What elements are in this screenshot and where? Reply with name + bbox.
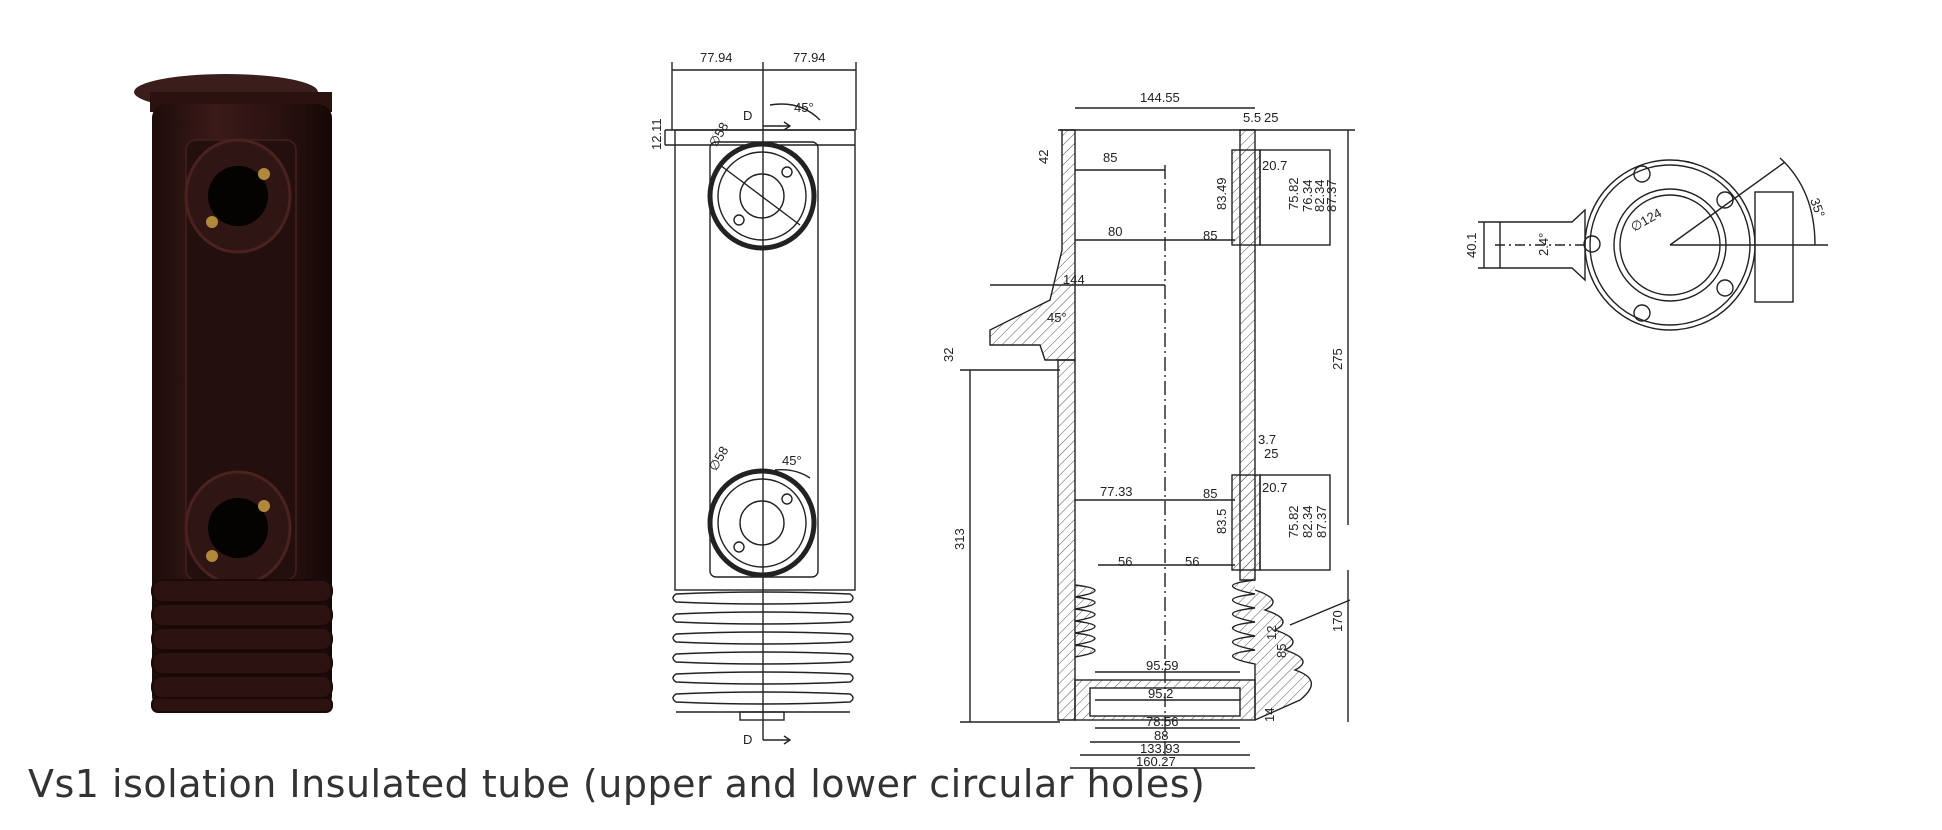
dim-base-160-27: 160.27: [1136, 754, 1176, 769]
dim-base-14: 14: [1262, 708, 1277, 722]
top-view: [1478, 157, 1828, 331]
dim-lower-boss: 83.5: [1214, 509, 1229, 534]
dim-base-78-56: 78.56: [1146, 714, 1179, 729]
top-view-labels: 40.1 2.4° ∅124 35°: [1464, 196, 1828, 258]
dim-inner-85-top: 85: [1103, 150, 1117, 165]
dim-rib-56-left: 56: [1118, 554, 1132, 569]
dim-upper-boss: 83.49: [1214, 177, 1229, 210]
product-photo: [134, 74, 333, 713]
dim-upper-82-34: 82.34: [1312, 179, 1327, 212]
dim-angle-upper: 45°: [794, 100, 814, 115]
dim-lower-75-82: 75.82: [1286, 505, 1301, 538]
dim-rib-85: 85: [1274, 644, 1289, 658]
dim-front-lip: 12.11: [649, 118, 664, 150]
dim-upper-20-7: 20.7: [1262, 158, 1287, 173]
dim-upper-76-34: 76.34: [1300, 179, 1315, 212]
dim-side-32: 32: [941, 348, 956, 362]
dim-upper-75-82: 75.82: [1286, 177, 1301, 210]
dim-base-95-2: 95.2: [1148, 686, 1173, 701]
dim-angle-lower: 45°: [782, 453, 802, 468]
section-mark-top: D: [743, 108, 752, 123]
dim-rib-56-right: 56: [1185, 554, 1199, 569]
dim-mid-80: 80: [1108, 224, 1122, 239]
dim-left-313: 313: [952, 528, 967, 550]
dim-upper-87-37: 87.37: [1324, 179, 1339, 212]
dim-lower-77-33: 77.33: [1100, 484, 1133, 499]
section-mark-bottom: D: [743, 732, 752, 747]
dim-lower-3-7: 3.7: [1258, 432, 1276, 447]
dim-top-step-b: 25: [1264, 110, 1278, 125]
dim-lower-87-37: 87.37: [1314, 505, 1329, 538]
dim-lower-25: 25: [1264, 446, 1278, 461]
dim-base-88: 88: [1154, 728, 1168, 743]
dim-top-width: 144.55: [1140, 90, 1180, 105]
dim-lower-85: 85: [1203, 486, 1217, 501]
dim-lower-20-7: 20.7: [1262, 480, 1287, 495]
dim-side-angle: 45°: [1047, 310, 1067, 325]
dim-top-step-a: 5.5: [1243, 110, 1261, 125]
dim-base-95-59: 95.59: [1146, 658, 1179, 673]
dim-tab-angle: 2.4°: [1536, 233, 1551, 256]
dim-rib-12: 12: [1264, 626, 1279, 640]
dim-right-275: 275: [1330, 348, 1345, 370]
dim-top-angle: 35°: [1807, 196, 1828, 220]
dim-top-flange: 42: [1036, 150, 1051, 164]
dim-mid-85: 85: [1203, 228, 1217, 243]
dim-lower-82-34: 82.34: [1300, 505, 1315, 538]
dim-side-144: 144: [1063, 272, 1085, 287]
section-view: [960, 107, 1355, 769]
front-view: [664, 62, 857, 745]
dim-tab-40-1: 40.1: [1464, 233, 1479, 258]
dim-base-133-93: 133.93: [1140, 741, 1180, 756]
product-caption: Vs1 isolation Insulated tube (upper and …: [28, 762, 1206, 806]
dim-bore: ∅124: [1628, 205, 1664, 234]
section-view-labels: 144.55 5.5 25 42 85 83.49 20.7 75.82 76.…: [941, 90, 1345, 769]
dim-right-170: 170: [1330, 610, 1345, 632]
dim-front-right: 77.94: [793, 50, 826, 65]
dim-front-left: 77.94: [700, 50, 733, 65]
